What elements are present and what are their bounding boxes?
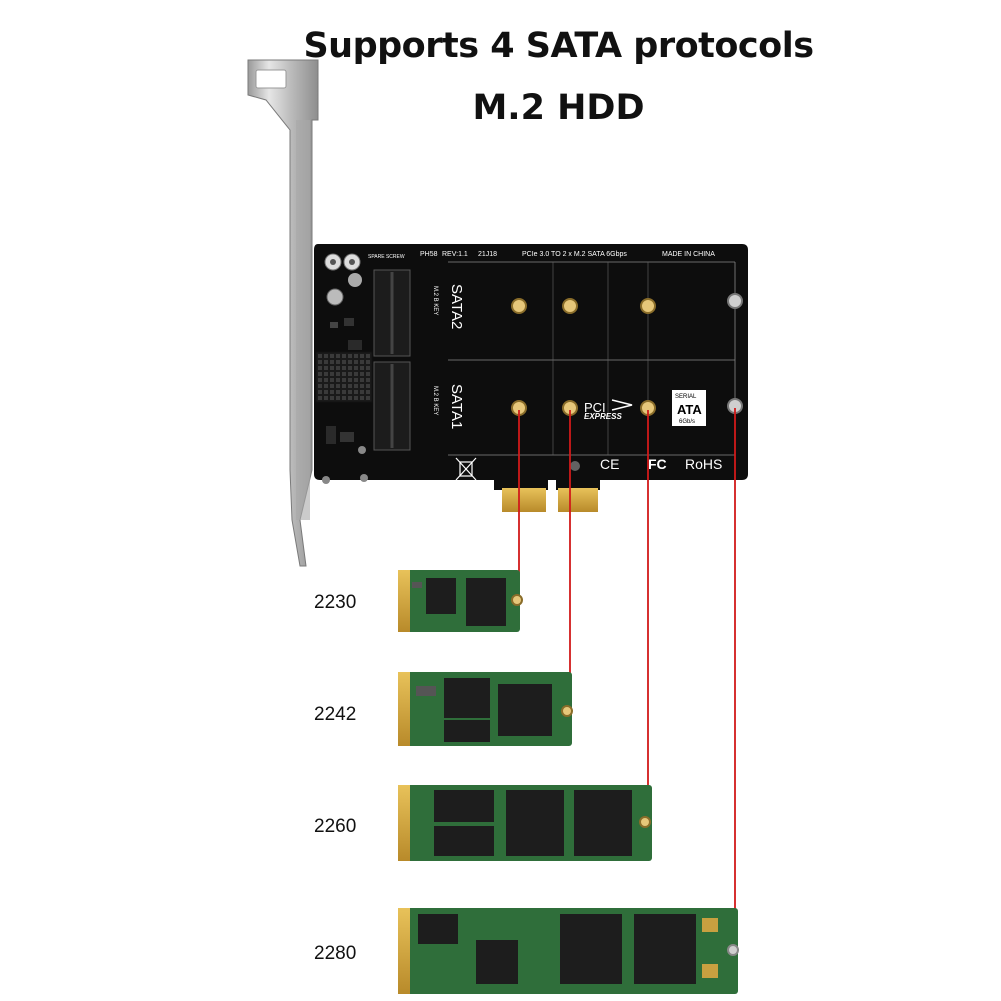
silk-origin: MADE IN CHINA xyxy=(662,251,715,258)
size-label-2230: 2230 xyxy=(314,592,357,613)
spare-screw xyxy=(326,288,344,306)
silk-spare-screw: SPARE SCREW xyxy=(368,254,405,260)
serial-ata-logo: SERIAL ATA 6Gb/s xyxy=(672,390,706,426)
slot-label-sata1: SATA1 xyxy=(448,384,465,429)
pci-express-logo: PCI EXPRESS xyxy=(584,399,633,421)
weee-bin-icon xyxy=(455,457,477,481)
size-label-2280: 2280 xyxy=(314,943,357,964)
standoff-2242-top xyxy=(562,298,578,314)
pci-logo-subtext: EXPRESS xyxy=(584,412,622,421)
pcie-bracket xyxy=(247,59,319,567)
pcie-edge-connector-a xyxy=(502,488,546,512)
sata-logo-line2: ATA xyxy=(677,402,702,417)
size-pointer-lines xyxy=(518,408,736,948)
silk-model: PH58 xyxy=(420,251,438,258)
ssd-2260 xyxy=(398,785,652,861)
ssd-2242 xyxy=(398,672,573,746)
adapter-card: SPARE SCREW PH58 REV:1.1 21J18 PCIe 3.0 … xyxy=(314,244,748,512)
pci-logo-text: PCI xyxy=(584,400,606,415)
cert-rohs-mark: RoHS xyxy=(685,456,722,472)
cert-fc-mark: FC xyxy=(648,456,667,472)
slot-label-sata2: SATA2 xyxy=(448,284,465,329)
sata-logo-line3: 6Gb/s xyxy=(679,419,695,425)
sata-logo-line1: SERIAL xyxy=(675,394,697,400)
standoff-2260-top xyxy=(640,298,656,314)
headline-line2: M.2 HDD xyxy=(472,88,645,128)
headline-line1: Supports 4 SATA protocols xyxy=(303,26,814,66)
standoff-2280-top xyxy=(727,293,743,309)
size-label-2260: 2260 xyxy=(314,816,357,837)
cert-ce-mark: CE xyxy=(600,456,619,472)
size-label-2242: 2242 xyxy=(314,704,357,725)
ssd-2230 xyxy=(398,570,523,632)
ssd-2280 xyxy=(398,908,739,994)
standoff-2230-top xyxy=(511,298,527,314)
key-label-sata2: M.2 B KEY xyxy=(432,286,438,315)
key-label-sata1: M.2 B KEY xyxy=(432,386,438,415)
silk-description: PCIe 3.0 TO 2 x M.2 SATA 6Gbps xyxy=(522,251,627,258)
heatsink xyxy=(315,351,373,403)
silk-rev: REV:1.1 xyxy=(442,251,468,258)
pcie-edge-connector-b xyxy=(558,488,598,512)
silk-date: 21J18 xyxy=(478,251,497,258)
